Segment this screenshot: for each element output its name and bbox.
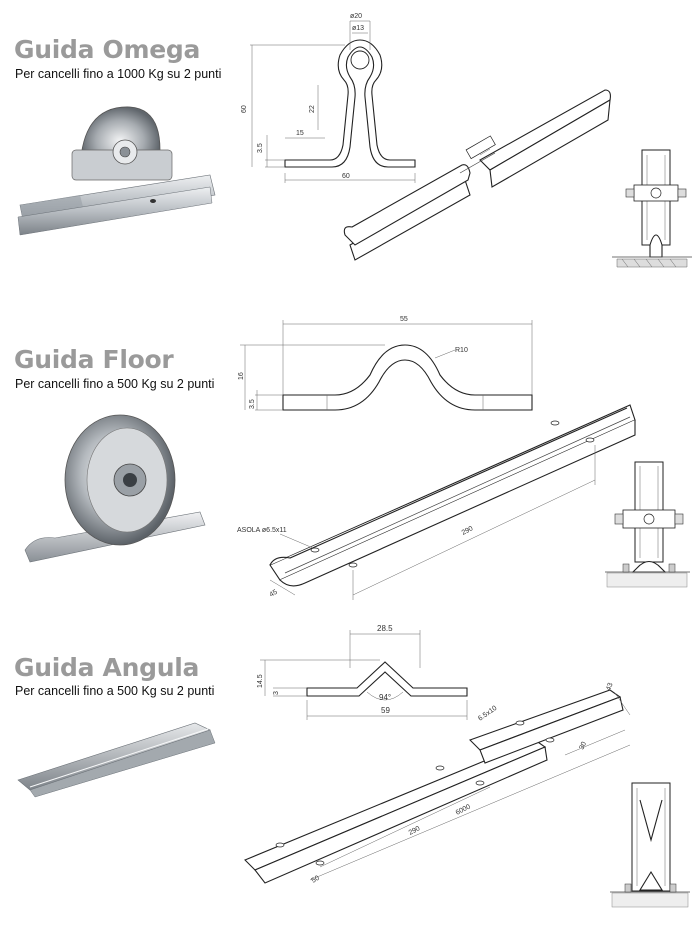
product-photo-angula xyxy=(17,722,216,798)
section-subtitle: Per cancelli fino a 1000 Kg su 2 punti xyxy=(15,67,222,81)
section-title: Guida Angula xyxy=(14,653,200,682)
dim-d13: ø13 xyxy=(352,25,364,32)
dim-w59: 59 xyxy=(381,706,390,715)
dim-w45: 45 xyxy=(269,589,279,599)
dim-l290: 290 xyxy=(461,525,475,537)
dim-h16: 16 xyxy=(238,372,245,380)
angula-profile-drawing: 28.5 14.5 3 94° 59 xyxy=(257,624,468,720)
dim-h35: 3.5 xyxy=(257,143,264,153)
omega-profile-drawing: ø20 ø13 60 22 15 3.5 60 xyxy=(241,13,416,183)
dim-w30: 30 xyxy=(578,741,588,751)
dim-asola: ASOLA ø6.5x11 xyxy=(237,527,287,534)
dim-w55: 55 xyxy=(400,316,408,323)
section-guida-floor: Guida Floor Per cancelli fino a 500 Kg s… xyxy=(0,300,700,620)
omega-section-detail xyxy=(612,149,692,268)
dim-w50: 50 xyxy=(311,875,321,885)
floor-section-detail xyxy=(605,461,690,588)
section-title: Guida Omega xyxy=(14,35,201,64)
dim-l6000: 6000 xyxy=(455,803,472,816)
dim-h22: 22 xyxy=(309,105,316,113)
omega-rail-isometric xyxy=(343,89,611,261)
dim-w43: 43 xyxy=(605,682,614,692)
angula-rail-isometric: 6.5x10 43 30 290 6000 50 xyxy=(244,682,631,885)
dim-r10: R10 xyxy=(455,347,468,354)
floor-profile-drawing: 55 R10 16 3.5 xyxy=(238,316,533,411)
section-guida-omega: Guida Omega Per cancelli fino a 1000 Kg … xyxy=(0,0,700,300)
floor-rail-isometric: ASOLA ø6.5x11 290 45 xyxy=(237,404,636,600)
section-title: Guida Floor xyxy=(14,345,174,374)
section-subtitle: Per cancelli fino a 500 Kg su 2 punti xyxy=(15,684,215,698)
section-guida-angula: Guida Angula Per cancelli fino a 500 Kg … xyxy=(0,620,700,932)
dim-h60: 60 xyxy=(241,105,248,113)
dim-a94: 94° xyxy=(379,693,391,702)
product-photo-floor xyxy=(24,414,206,563)
dim-d20: ø20 xyxy=(350,13,362,20)
dim-w285: 28.5 xyxy=(377,624,393,633)
dim-h145: 14.5 xyxy=(257,674,264,688)
dim-w15: 15 xyxy=(296,130,304,137)
dim-l290: 290 xyxy=(408,825,422,837)
angula-section-detail xyxy=(610,782,690,908)
dim-h3: 3 xyxy=(273,691,280,695)
product-photo-omega xyxy=(17,106,216,236)
dim-w60: 60 xyxy=(342,173,350,180)
section-subtitle: Per cancelli fino a 500 Kg su 2 punti xyxy=(15,377,215,391)
dim-h35: 3.5 xyxy=(249,399,256,409)
dim-slot: 6.5x10 xyxy=(477,705,498,723)
